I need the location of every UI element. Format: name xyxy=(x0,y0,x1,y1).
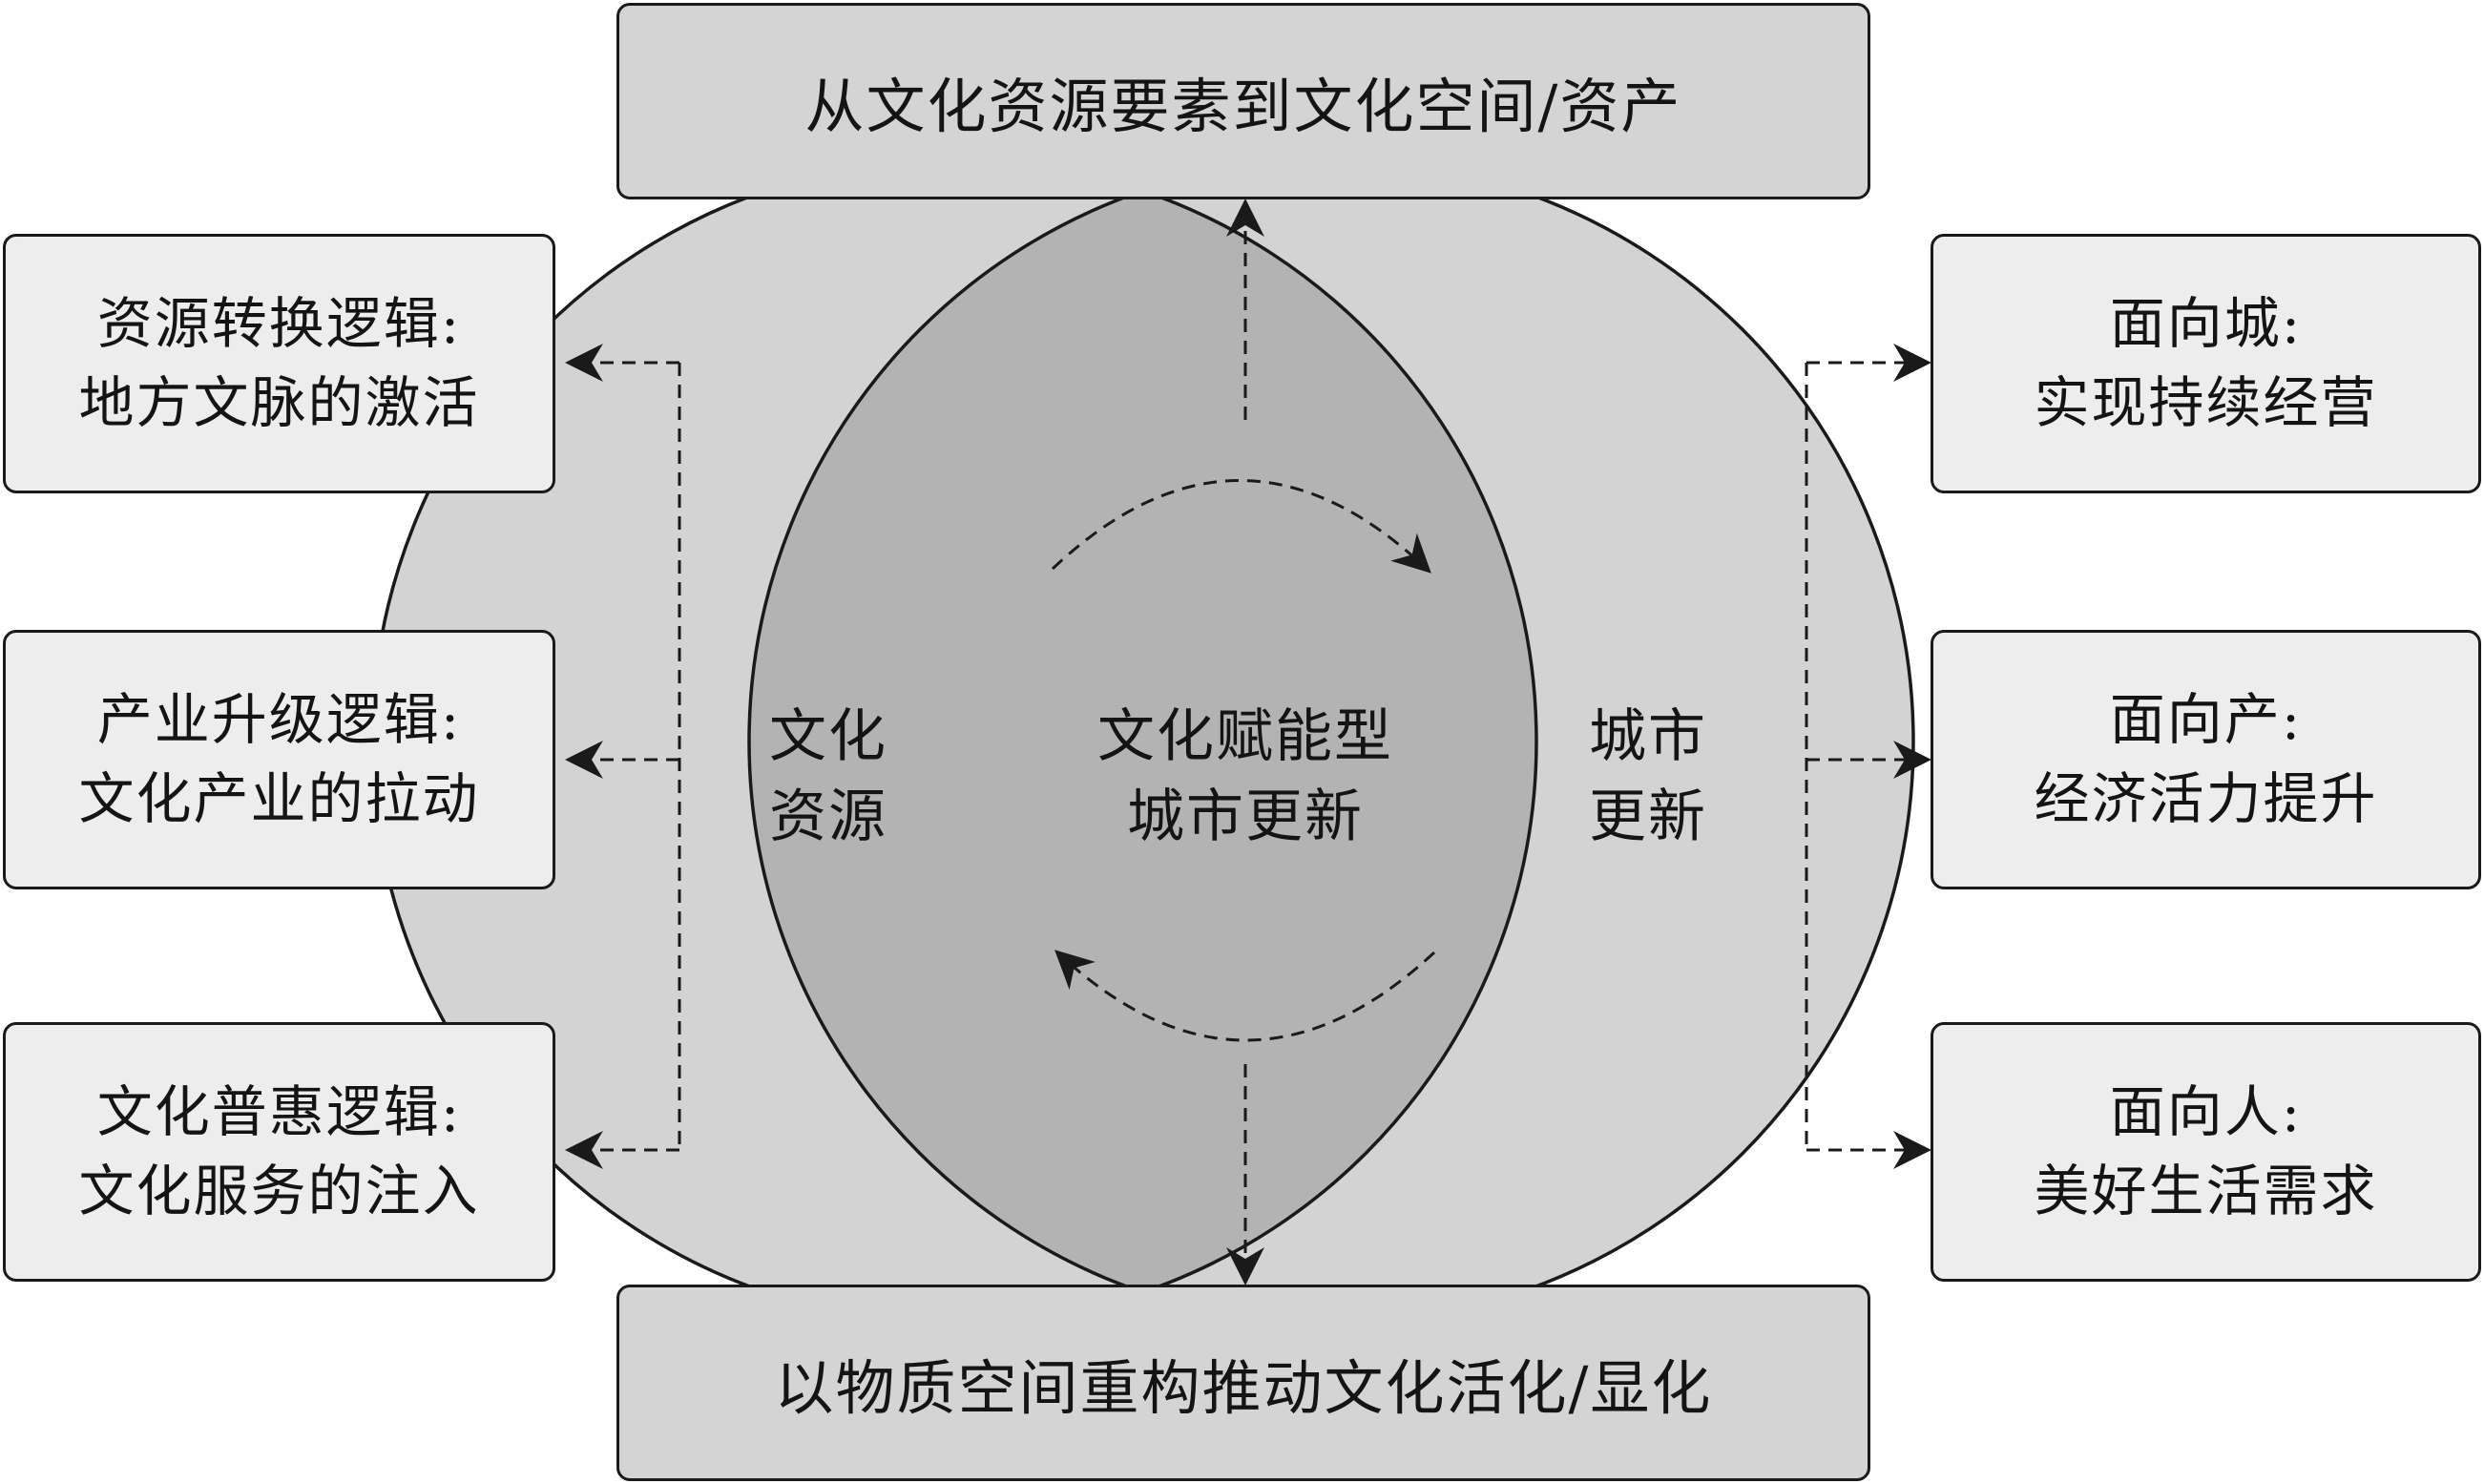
left-box-inclusive-logic: 文化普惠逻辑: 文化服务的注入 xyxy=(3,1022,555,1282)
label-culture-resource-line2: 资源 xyxy=(769,784,887,850)
right-box-industry: 面向产: 经济活力提升 xyxy=(1931,630,2481,889)
bottom-box: 以物质空间重构推动文化活化/显化 xyxy=(616,1285,1870,1481)
label-center-line1: 文化赋能型 xyxy=(1097,703,1393,770)
top-box-text: 从文化资源要素到文化空间/资产 xyxy=(804,72,1682,141)
label-urban-renewal-line1: 城市 xyxy=(1589,703,1707,770)
left-box-2-line2: 文化产业的拉动 xyxy=(78,766,480,831)
left-box-industry-logic: 产业升级逻辑: 文化产业的拉动 xyxy=(3,630,555,889)
right-box-2-line2: 经济活力提升 xyxy=(2034,766,2378,831)
overlap-region xyxy=(749,159,1536,1324)
top-box: 从文化资源要素到文化空间/资产 xyxy=(616,3,1870,199)
left-box-1-line1: 资源转换逻辑: xyxy=(96,291,462,356)
cycle-arrow-lower xyxy=(1054,950,1436,1042)
label-culture-resource: 文化 资源 xyxy=(733,697,924,857)
right-box-people: 面向人: 美好生活需求 xyxy=(1931,1022,2481,1282)
left-box-2-line1: 产业升级逻辑: xyxy=(96,687,462,752)
left-box-1-line2: 地方文脉的激活 xyxy=(78,370,480,435)
right-box-3-line2: 美好生活需求 xyxy=(2034,1159,2378,1223)
bottom-box-text: 以物质空间重构推动文化活化/显化 xyxy=(774,1353,1713,1423)
left-box-resource-logic: 资源转换逻辑: 地方文脉的激活 xyxy=(3,234,555,493)
right-box-1-line1: 面向城: xyxy=(2109,291,2303,356)
right-box-city: 面向城: 实现持续经营 xyxy=(1931,234,2481,493)
cycle-arrow-upper xyxy=(1051,479,1431,574)
right-box-2-line1: 面向产: xyxy=(2109,687,2303,752)
label-culture-resource-line1: 文化 xyxy=(769,703,887,770)
right-box-3-line1: 面向人: xyxy=(2109,1079,2303,1144)
label-urban-renewal-line2: 更新 xyxy=(1589,784,1707,850)
left-box-3-line1: 文化普惠逻辑: xyxy=(96,1079,462,1144)
left-box-3-line2: 文化服务的注入 xyxy=(78,1159,480,1223)
label-center-line2: 城市更新 xyxy=(1127,784,1364,850)
label-center-concept: 文化赋能型 城市更新 xyxy=(1054,697,1436,857)
label-urban-renewal: 城市 更新 xyxy=(1553,697,1743,857)
right-box-1-line2: 实现持续经营 xyxy=(2034,370,2378,435)
